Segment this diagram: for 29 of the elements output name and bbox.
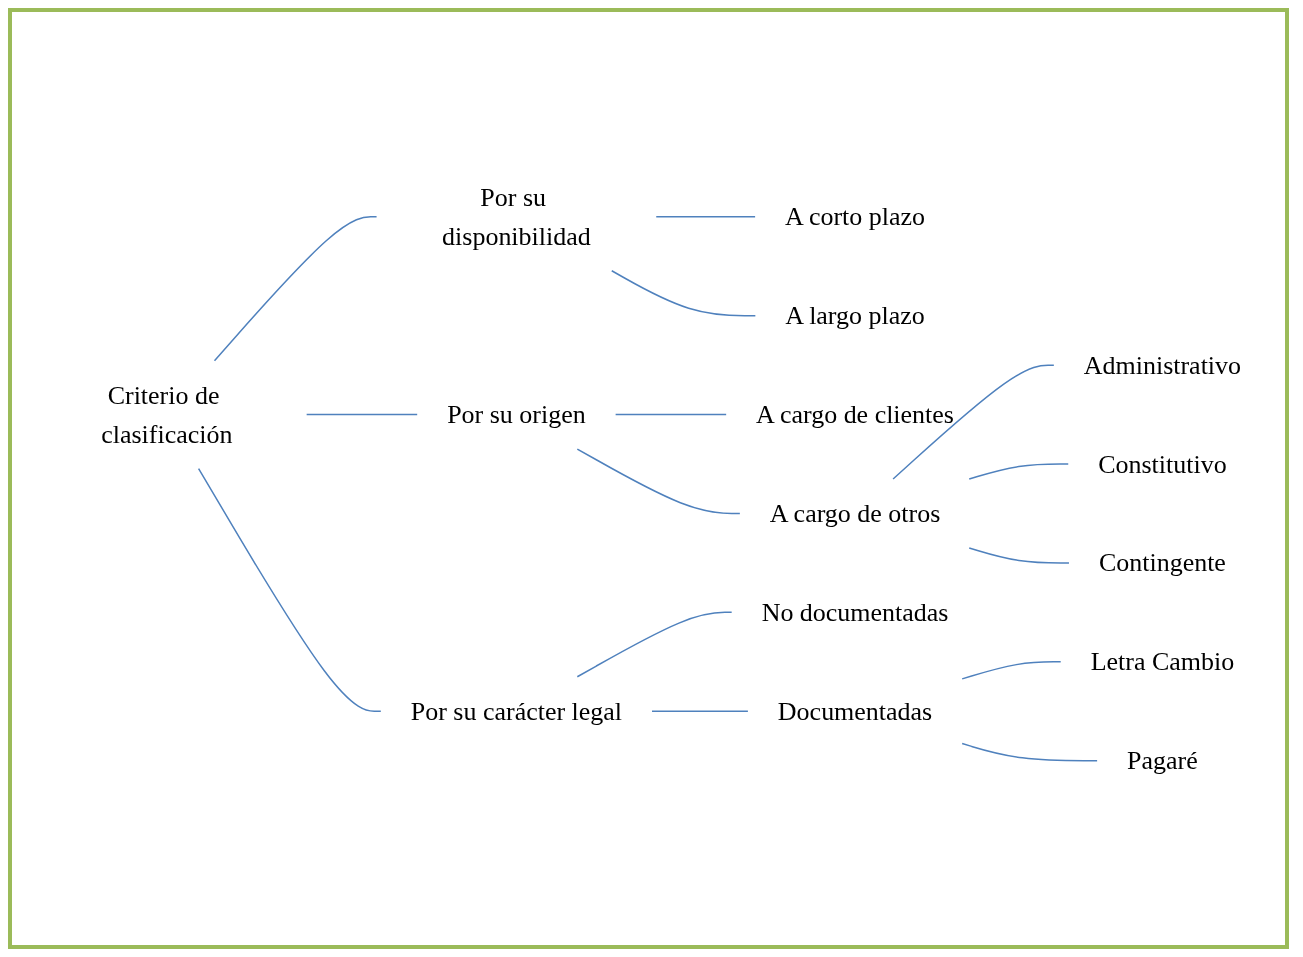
connector bbox=[967, 546, 1070, 564]
connector bbox=[967, 462, 1069, 480]
node-text: Administrativo bbox=[1083, 350, 1241, 380]
node-text: Constitutivo bbox=[1097, 449, 1227, 478]
connector bbox=[213, 215, 377, 361]
connector bbox=[960, 660, 1061, 680]
connector bbox=[614, 413, 727, 415]
connector bbox=[610, 269, 756, 316]
node-text: A cargo de clientes bbox=[755, 399, 954, 429]
node-text: A largo plazo bbox=[784, 300, 925, 330]
node-text: Letra Cambio bbox=[1090, 646, 1234, 676]
connector bbox=[891, 363, 1055, 480]
connector bbox=[576, 447, 741, 514]
node-text: Por su origen bbox=[446, 399, 586, 429]
connector bbox=[960, 742, 1098, 761]
connector bbox=[576, 611, 732, 677]
node-text: Por su disponibilidad bbox=[441, 182, 591, 251]
node-text: Por su carácter legal bbox=[410, 696, 622, 726]
node-text: A cargo de otros bbox=[769, 498, 940, 528]
node-text: A corto plazo bbox=[784, 201, 925, 231]
connector bbox=[197, 467, 382, 712]
node-text: Contingente bbox=[1098, 547, 1226, 577]
node-text: No documentadas bbox=[761, 597, 948, 627]
node-text: Documentadas bbox=[777, 696, 932, 726]
node-text: Criterio de clasificación bbox=[100, 380, 232, 449]
connector bbox=[650, 709, 749, 712]
node-text: Pagaré bbox=[1126, 745, 1198, 775]
connector bbox=[655, 215, 756, 218]
connector bbox=[305, 413, 418, 415]
